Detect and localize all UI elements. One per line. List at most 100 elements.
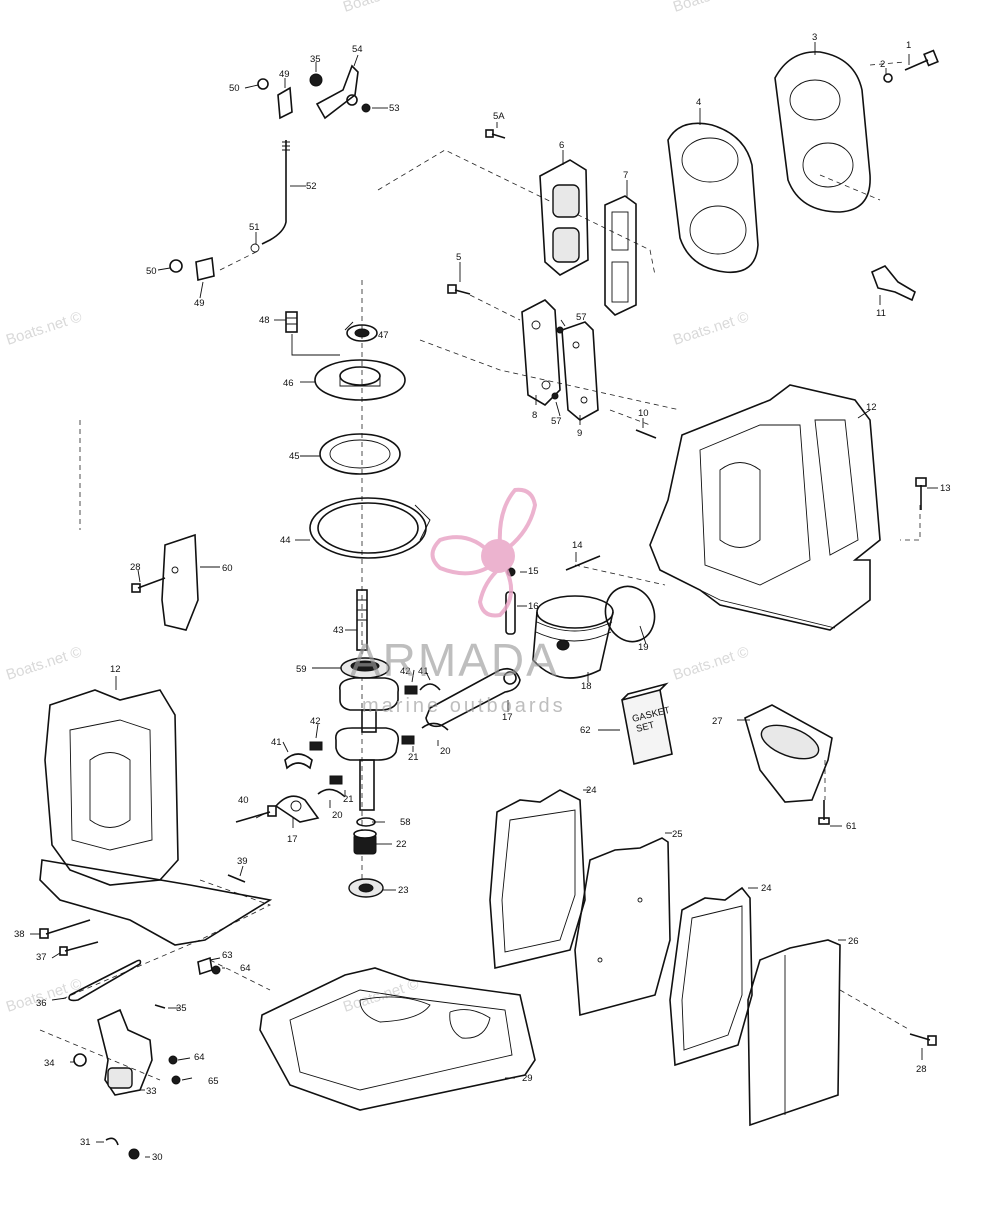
watermark-boats: Boats.net © [671, 308, 751, 348]
callout-23: 23 [398, 885, 409, 896]
callout-46: 46 [283, 378, 294, 389]
part-18-piston [532, 595, 614, 679]
callout-8: 8 [532, 410, 537, 421]
part-5a-screw [485, 129, 506, 139]
watermark-boats: Boats.net © [4, 643, 84, 683]
part-48-screw [285, 311, 298, 333]
callout-3: 3 [812, 32, 817, 43]
callout-48: 48 [259, 315, 270, 326]
part-27-exhaust-adapter [744, 704, 833, 803]
callout-59: 59 [296, 664, 307, 675]
part-41-cap [419, 683, 441, 691]
part-4-head-gasket [667, 122, 759, 274]
callout-57: 57 [551, 416, 562, 427]
brand-tagline: marine outboards [362, 695, 566, 717]
callout-49: 49 [279, 69, 290, 80]
part-35-screw [154, 1004, 166, 1009]
part-1-screw [904, 59, 929, 71]
callout-28: 28 [916, 1064, 927, 1075]
part-26-cover-plate [747, 939, 841, 1127]
callout-22: 22 [396, 839, 407, 850]
part-29-base-gasket [259, 967, 536, 1111]
callout-65: 65 [208, 1076, 219, 1087]
part-21-bearing [401, 735, 415, 745]
part-36-wire [68, 959, 142, 1002]
callout-2: 2 [880, 59, 885, 70]
crankshaft-assembly [285, 311, 431, 898]
callout-17: 17 [287, 834, 298, 845]
callout-50: 50 [229, 83, 240, 94]
callout-45: 45 [289, 451, 300, 462]
callout-58: 58 [400, 817, 411, 828]
brand-wordmark: ARMADA [350, 634, 559, 686]
callout-19: 19 [638, 642, 649, 653]
part-60-bracket [161, 533, 199, 631]
part-65-washer [171, 1075, 181, 1085]
callout-21: 21 [408, 752, 419, 763]
callout-42: 42 [400, 666, 411, 677]
throttle-linkage [169, 64, 371, 281]
part-51-clip [250, 243, 260, 253]
callout-64: 64 [194, 1052, 205, 1063]
callout-17: 17 [502, 712, 513, 723]
callout-31: 31 [80, 1137, 91, 1148]
part-45-gasket [319, 433, 401, 475]
callout-26: 26 [848, 936, 859, 947]
part-38-screw [39, 919, 91, 939]
part-50-fastener [169, 259, 183, 273]
callout-15: 15 [528, 566, 539, 577]
part-34-bushing [73, 1053, 87, 1067]
callout-57: 57 [576, 312, 587, 323]
part-21-bearing [329, 775, 343, 785]
callout-21: 21 [343, 794, 354, 805]
bearing-halves [284, 683, 449, 797]
callout-20: 20 [332, 810, 343, 821]
propeller-logo-icon [430, 487, 538, 618]
watermark-boats: Boats.net © [341, 0, 421, 16]
callout-35: 35 [176, 1003, 187, 1014]
part-3-head-cover [774, 51, 871, 213]
callout-42: 42 [310, 716, 321, 727]
callout-24: 24 [586, 785, 597, 796]
callout-5: 5 [456, 252, 461, 263]
boats-watermarks: Boats.net © Boats.net © Boats.net © Boat… [4, 0, 751, 1016]
part-54-lever [315, 64, 359, 120]
leader-lines [30, 42, 938, 1158]
part-37-screw [59, 941, 99, 956]
part-5-screw [447, 284, 471, 295]
callout-5A: 5A [493, 111, 505, 122]
part-10-stud [635, 429, 657, 439]
part-42-bearing [404, 685, 418, 695]
part-7-gasket [604, 195, 637, 316]
callout-4: 4 [696, 97, 701, 108]
callout-10: 10 [638, 408, 649, 419]
part-46-retainer-plate [314, 359, 406, 401]
part-64-nut [168, 1055, 178, 1065]
watermark-boats: Boats.net © [4, 975, 84, 1015]
part-57-dowel [556, 326, 564, 334]
callout-13: 13 [940, 483, 951, 494]
watermark-boats: Boats.net © [341, 975, 421, 1015]
callout-9: 9 [577, 428, 582, 439]
part-19-piston-ring [604, 585, 656, 643]
callout-12: 12 [110, 664, 121, 675]
callout-18: 18 [581, 681, 592, 692]
callout-51: 51 [249, 222, 260, 233]
callout-28: 28 [130, 562, 141, 573]
part-6-exhaust-cover [539, 159, 589, 276]
watermark-boats: Boats.net © [671, 643, 751, 683]
part-20-cage [317, 788, 345, 797]
callout-16: 16 [528, 601, 539, 612]
part-43-crank-webs [335, 677, 400, 811]
callout-7: 7 [623, 170, 628, 181]
part-24-gasket [669, 886, 753, 1067]
part-44-plate [309, 497, 431, 559]
part-55-nut [309, 73, 323, 87]
callout-61: 61 [846, 821, 857, 832]
part-25-gasket [574, 837, 671, 1017]
part-64-nut [211, 965, 221, 975]
callout-38: 38 [14, 929, 25, 940]
part-43-crankshaft [356, 589, 368, 651]
callout-11: 11 [876, 308, 886, 319]
callout-34: 34 [44, 1058, 55, 1069]
